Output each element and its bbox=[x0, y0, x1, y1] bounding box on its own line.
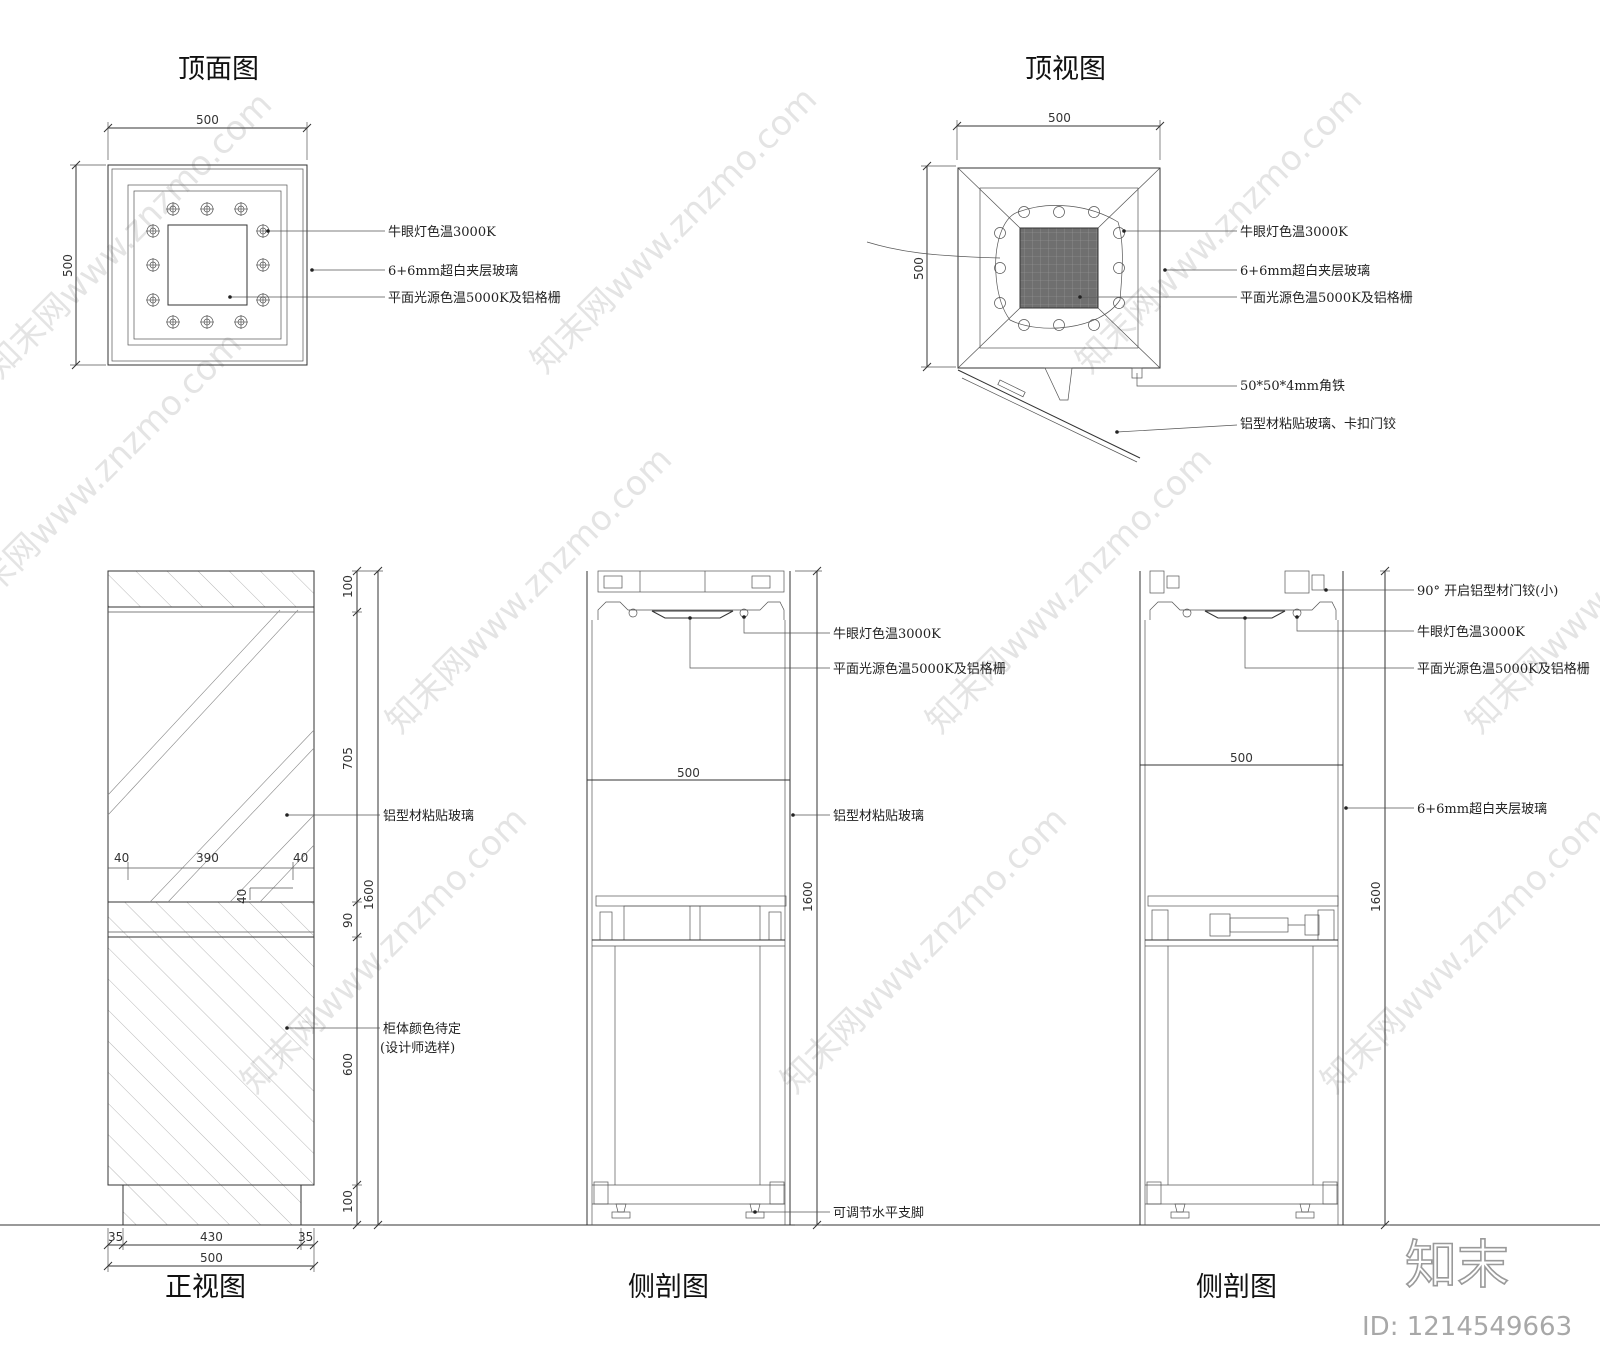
spotlight-icon bbox=[233, 201, 249, 217]
dim-plinth-right: 35 bbox=[298, 1230, 313, 1244]
label-leveling-foot: 可调节水平支脚 bbox=[833, 1205, 924, 1221]
spotlight-icon bbox=[233, 314, 249, 330]
dim-glass-height: 705 bbox=[341, 747, 355, 770]
spotlight-icon bbox=[199, 201, 215, 217]
front-view: 正视图 40 390 40 40 bbox=[103, 566, 474, 1303]
spotlight-icon bbox=[145, 257, 161, 273]
dim-right-inset: 40 bbox=[293, 851, 308, 865]
dim-total-height: 1600 bbox=[362, 879, 376, 910]
spotlight-icon bbox=[1113, 297, 1125, 309]
spotlight-icon bbox=[165, 314, 181, 330]
label-alu-hinge: 铝型材粘贴玻璃、卡扣门铰 bbox=[1240, 417, 1396, 432]
watermark-text: 知末网www.znzmo.com bbox=[523, 79, 825, 381]
dim-section-height: 1600 bbox=[1369, 881, 1383, 912]
aluminum-grille bbox=[1019, 227, 1099, 309]
spotlight-icon bbox=[1018, 206, 1030, 218]
label-spotlight: 牛眼灯色温3000K bbox=[1417, 624, 1525, 640]
label-flat-light: 平面光源色温5000K及铝格栅 bbox=[833, 661, 1006, 677]
watermark-text: 知末网www.znzmo.com bbox=[918, 439, 1220, 741]
label-spotlight: 牛眼灯色温3000K bbox=[388, 224, 496, 240]
dim-inner-height: 40 bbox=[235, 889, 249, 904]
dim-base-height: 600 bbox=[341, 1053, 355, 1076]
dim-section-height: 1600 bbox=[801, 881, 815, 912]
dim-width: 500 bbox=[196, 113, 219, 127]
spotlight-icon bbox=[145, 292, 161, 308]
label-door-hinge: 90° 开启铝型材门铰(小) bbox=[1417, 584, 1558, 599]
brand-logo-text: 知末 bbox=[1405, 1236, 1509, 1296]
label-designer-pick: (设计师选样) bbox=[380, 1041, 455, 1056]
top-view: 顶视图 500 500 bbox=[866, 54, 1413, 463]
spotlight-icon bbox=[1088, 206, 1100, 218]
label-alu-glass: 铝型材粘贴玻璃 bbox=[383, 809, 474, 824]
brand-watermark: 知末 ID: 1214549663 bbox=[1362, 1235, 1572, 1342]
spotlight-icon bbox=[994, 297, 1006, 309]
spotlight-icon bbox=[1053, 206, 1065, 218]
spotlight-icon bbox=[994, 262, 1006, 274]
label-angle-iron: 50*50*4mm角铁 bbox=[1240, 379, 1345, 394]
flat-light-panel bbox=[651, 610, 734, 619]
label-spotlight: 牛眼灯色温3000K bbox=[1240, 224, 1348, 240]
dim-top-band: 100 bbox=[341, 575, 355, 598]
label-flat-light: 平面光源色温5000K及铝格栅 bbox=[388, 290, 561, 306]
section-2-title: 侧剖图 bbox=[1196, 1272, 1277, 1303]
section-view-2: 侧剖图 500 bbox=[1139, 566, 1590, 1303]
section-1-title: 侧剖图 bbox=[628, 1272, 709, 1303]
dim-plinth-width: 430 bbox=[200, 1230, 223, 1244]
label-glass: 6+6mm超白夹层玻璃 bbox=[388, 263, 518, 279]
section-view-1: 侧剖图 500 bbox=[586, 566, 1006, 1303]
dim-section-width: 500 bbox=[1230, 751, 1253, 765]
spotlight-icon bbox=[1088, 319, 1100, 331]
spotlight-icon bbox=[1018, 319, 1030, 331]
dim-mid-band: 90 bbox=[341, 913, 355, 928]
dim-inner-width: 390 bbox=[196, 851, 219, 865]
dim-left-inset: 40 bbox=[114, 851, 129, 865]
actuator bbox=[1229, 917, 1289, 933]
front-view-title: 正视图 bbox=[165, 1272, 246, 1303]
watermark-text: 知末网www.znzmo.com bbox=[378, 439, 680, 741]
label-alu-glass: 铝型材粘贴玻璃 bbox=[833, 809, 924, 824]
label-cabinet-color: 柜体颜色待定 bbox=[383, 1021, 461, 1037]
spotlight-icon bbox=[994, 227, 1006, 239]
label-glass: 6+6mm超白夹层玻璃 bbox=[1240, 263, 1370, 279]
dim-plinth: 100 bbox=[341, 1190, 355, 1213]
dim-height: 500 bbox=[912, 257, 926, 280]
top-plan-view: 顶面图 500 500 牛眼灯色温3 bbox=[61, 54, 561, 370]
label-flat-light: 平面光源色温5000K及铝格栅 bbox=[1417, 661, 1590, 677]
dim-total-width: 500 bbox=[200, 1251, 223, 1265]
top-plan-title: 顶面图 bbox=[178, 54, 259, 85]
spotlight-icon bbox=[1053, 319, 1065, 331]
dim-plinth-left: 35 bbox=[108, 1230, 123, 1244]
dim-section-width: 500 bbox=[677, 766, 700, 780]
spotlight-icon bbox=[1113, 227, 1125, 239]
watermark-text: 知末网www.znzmo.com bbox=[1313, 799, 1600, 1101]
spotlight-icon bbox=[255, 292, 271, 308]
label-glass: 6+6mm超白夹层玻璃 bbox=[1417, 801, 1547, 817]
watermark-text: 知末网www.znzmo.com bbox=[773, 799, 1075, 1101]
spotlight-icon bbox=[255, 257, 271, 273]
spotlight-icon bbox=[1113, 262, 1125, 274]
label-flat-light: 平面光源色温5000K及铝格栅 bbox=[1240, 290, 1413, 306]
spotlight-icon bbox=[199, 314, 215, 330]
label-spotlight: 牛眼灯色温3000K bbox=[833, 626, 941, 642]
top-view-title: 顶视图 bbox=[1025, 54, 1106, 85]
dim-width: 500 bbox=[1048, 111, 1071, 125]
dim-height: 500 bbox=[61, 254, 75, 277]
image-id: ID: 1214549663 bbox=[1362, 1312, 1572, 1342]
flat-light-panel bbox=[1204, 610, 1286, 619]
